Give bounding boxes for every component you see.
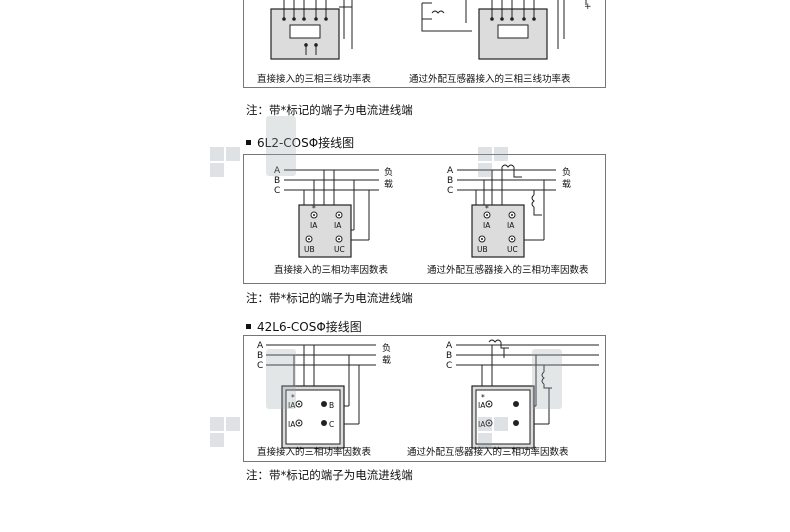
watermark-logo-icon [210,147,240,177]
wiring-diagram-1: + 直接接入的三相三线功率表 通过外配互感器接入的三相三线功率表 [257,0,592,85]
terminal-note-3: 注：带*标记的端子为电流进线端 [246,468,413,482]
caption-left-1: 直接接入的三相三线功率表 [257,73,372,85]
diagram-box-2: A B C 负 载 * IA IA UB [243,154,606,284]
svg-text:B: B [447,176,453,186]
svg-text:IA: IA [507,221,515,230]
terminal-screw-icon [305,211,343,243]
meter-body-2-left [298,204,352,258]
caption-left-2: 直接接入的三相功率因数表 [274,264,389,276]
terminal-screw-icon [478,211,516,243]
current-transformer-icon [531,190,542,216]
watermark-logo-icon [266,116,296,176]
watermark-logo-icon [210,417,240,447]
terminal-note-2: 注：带*标记的端子为电流进线端 [246,291,413,305]
section-heading-2: 6L2-COSΦ接线图 [246,134,354,151]
diagram-box-1: + 直接接入的三相三线功率表 通过外配互感器接入的三相三线功率表 [243,0,606,88]
watermark-logo-icon [266,349,296,409]
meter-body-2-right [471,204,525,258]
watermark-logo-icon [478,417,508,447]
svg-text:负: 负 [382,342,391,354]
terminal-screw-icon [485,400,519,427]
svg-text:负: 负 [384,166,393,178]
svg-text:B: B [329,401,334,410]
svg-text:A: A [447,166,454,176]
caption-right-1: 通过外配互感器接入的三相三线功率表 [409,73,571,85]
svg-text:A: A [257,341,264,351]
svg-text:B: B [274,176,280,186]
svg-text:C: C [446,361,452,371]
svg-text:*: * [485,204,489,213]
svg-text:UB: UB [304,245,315,254]
svg-text:IA: IA [478,401,486,410]
svg-text:UC: UC [507,245,518,254]
svg-text:UB: UB [477,245,488,254]
svg-text:+: + [584,2,592,12]
svg-text:C: C [274,186,280,196]
current-transformer-icon [488,339,509,396]
wiring-diagram-2: A B C 负 载 * IA IA UB [274,164,589,276]
watermark-logo-icon [532,349,562,409]
watermark-logo-icon [478,147,508,177]
svg-text:A: A [274,166,281,176]
caption-left-3: 直接接入的三相功率因数表 [257,446,372,458]
svg-text:*: * [481,393,485,402]
svg-text:负: 负 [562,166,571,178]
svg-text:C: C [329,420,334,429]
svg-text:C: C [257,361,263,371]
wiring-diagram-3: A B C 负 载 * IA B IA C [257,339,599,458]
current-transformer-icon [491,164,522,215]
svg-text:IA: IA [288,420,296,429]
svg-text:B: B [257,351,263,361]
diagram-box-3: A B C 负 载 * IA B IA C [243,335,606,462]
svg-text:B: B [446,351,452,361]
svg-text:IA: IA [288,401,296,410]
svg-text:C: C [447,186,453,196]
svg-text:A: A [446,341,453,351]
meter-face-3-left [285,389,341,445]
svg-text:载: 载 [562,178,571,190]
caption-right-2: 通过外配互感器接入的三相功率因数表 [427,264,589,276]
caption-right-3: 通过外配互感器接入的三相功率因数表 [407,446,569,458]
meter-display-right [497,24,529,39]
svg-text:IA: IA [483,221,491,230]
svg-text:IA: IA [334,221,342,230]
svg-text:载: 载 [382,354,391,366]
svg-text:载: 载 [384,178,393,190]
section-heading-3: 42L6-COSΦ接线图 [246,318,362,335]
meter-face-3-right [475,389,531,445]
terminal-note-1: 注：带*标记的端子为电流进线端 [246,103,413,117]
svg-text:IA: IA [478,420,486,429]
terminal-screw-icon [295,400,327,427]
svg-text:*: * [291,393,295,402]
svg-text:*: * [312,204,316,213]
meter-display-left [289,24,321,39]
svg-text:IA: IA [310,221,318,230]
svg-text:UC: UC [334,245,345,254]
